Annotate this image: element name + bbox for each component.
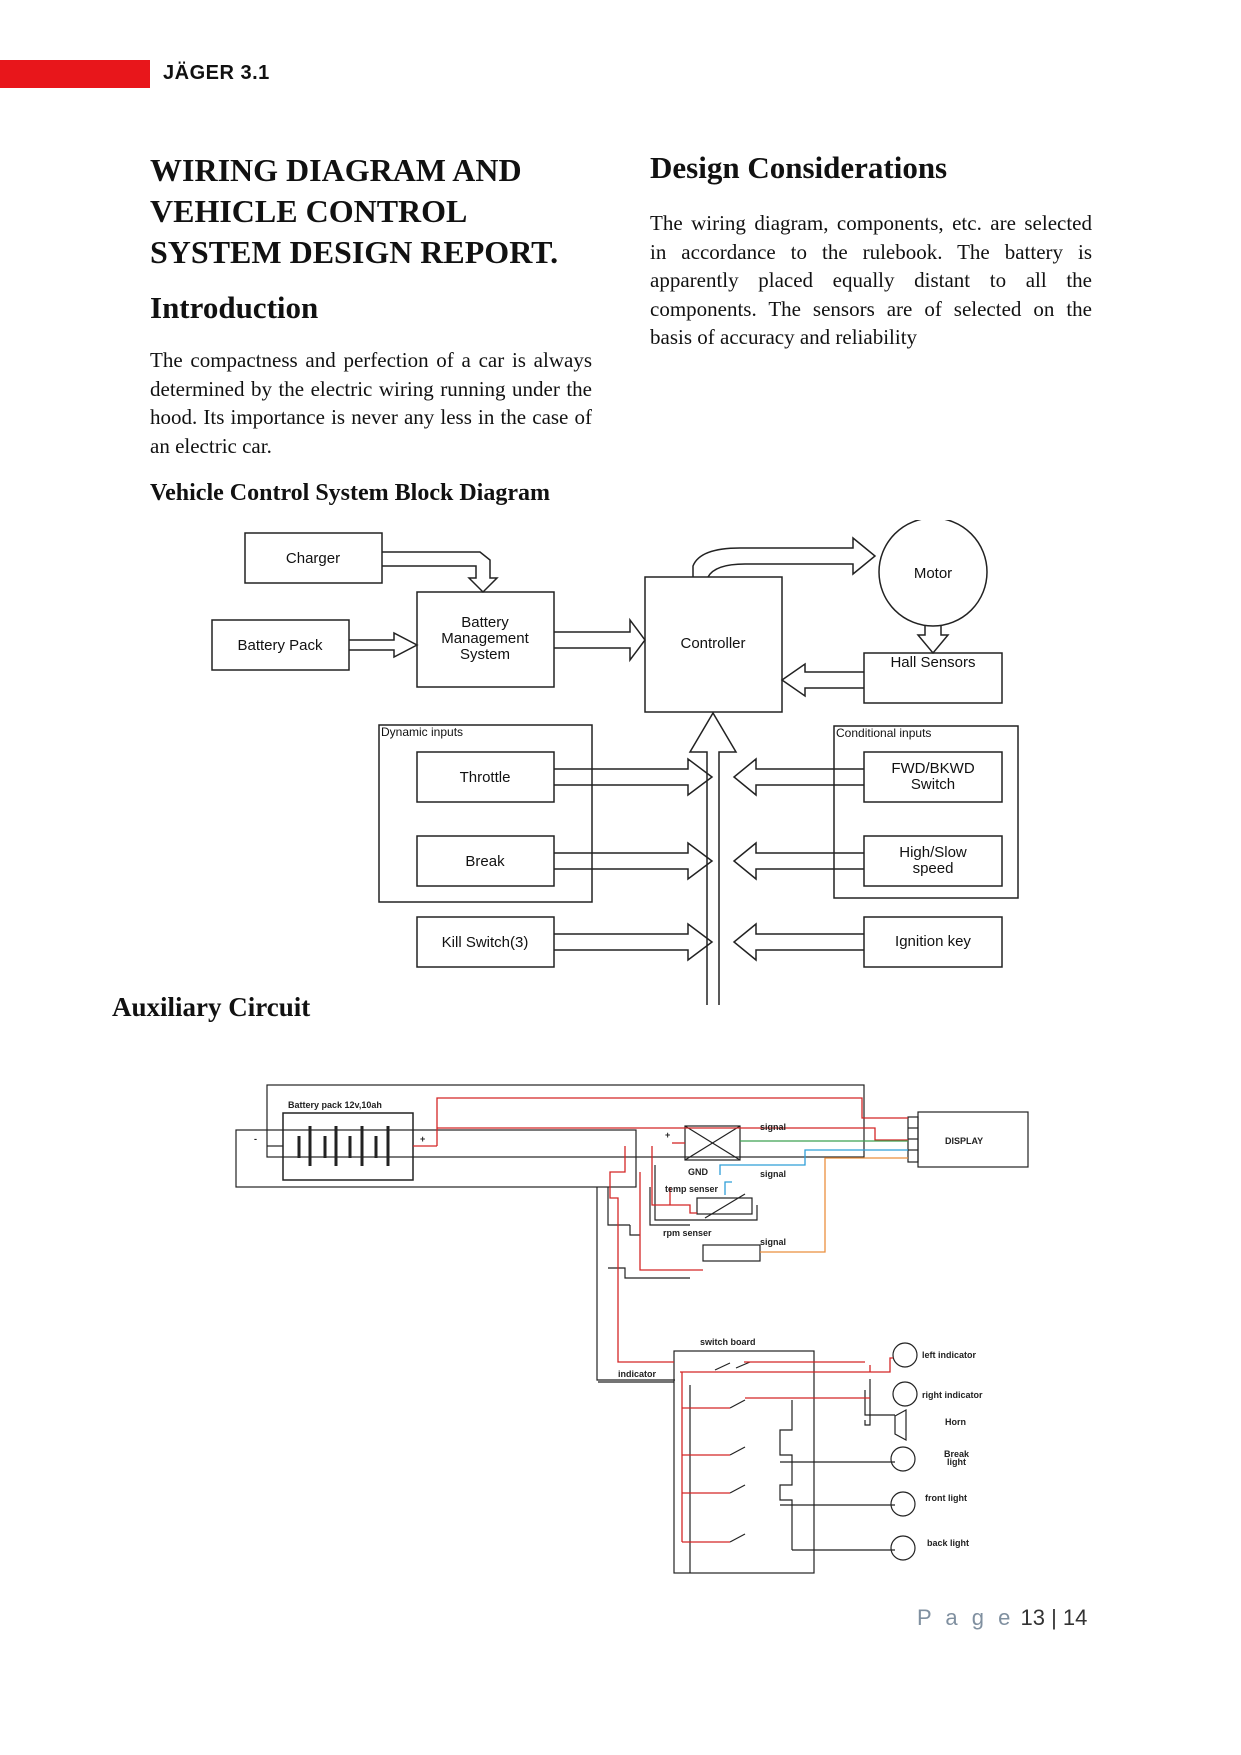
controller-label: Controller [680, 635, 745, 652]
motor-circle [878, 520, 988, 627]
hall-to-controller-arrow [780, 662, 864, 698]
break-label: Break [465, 853, 505, 870]
dynamic-inputs-group [378, 724, 593, 903]
right-indicator-icon [892, 1381, 918, 1407]
back-light-icon [890, 1535, 916, 1561]
charger-label: Charger [286, 550, 340, 567]
display-label: DISPLAY [945, 1136, 983, 1146]
throttle-box [416, 751, 555, 803]
bms-to-controller-arrow [554, 617, 646, 663]
controller-box [644, 576, 783, 713]
right-indicator-label: right indicator [922, 1390, 983, 1400]
rpm-sensor-icon [702, 1244, 761, 1262]
temp-sensor-label: temp senser [665, 1184, 719, 1194]
battery-cells-icon [297, 1126, 390, 1166]
switch-board-label: switch board [700, 1337, 756, 1347]
rpm-sensor-label: rpm senser [663, 1228, 712, 1238]
block-diagram-heading: Vehicle Control System Block Diagram [150, 480, 550, 506]
conditional-inputs-label: Conditional inputs [836, 726, 931, 740]
motor-to-hall-arrow [916, 626, 950, 655]
controller-bus-arrow [688, 711, 738, 1005]
ignition-label: Ignition key [895, 933, 971, 950]
page-number: 13 [1020, 1605, 1045, 1630]
aux-circuit-heading: Auxiliary Circuit [112, 992, 311, 1022]
title-line-1: WIRING DIAGRAM AND [150, 152, 522, 188]
header-accent-bar [0, 60, 150, 88]
page-footer: P a g e 13 | 14 [917, 1605, 1087, 1631]
title-line-3: SYSTEM DESIGN REPORT. [150, 234, 559, 270]
hall-sensors-label: Hall Sensors [890, 654, 975, 671]
throttle-label: Throttle [460, 769, 511, 786]
signal-label-3: signal [760, 1237, 786, 1247]
fwd-bkwd-box [863, 751, 1003, 803]
horn-label: Horn [945, 1417, 966, 1427]
battery-pack-box [211, 619, 350, 671]
sensor-plus-label: + [665, 1130, 670, 1140]
page-separator: | [1051, 1605, 1057, 1630]
left-indicator-icon [892, 1342, 918, 1368]
gnd-label: GND [688, 1167, 709, 1177]
motor-label: Motor [914, 565, 952, 582]
left-indicator-label: left indicator [922, 1350, 977, 1360]
battery-enclosure [266, 1084, 865, 1158]
kill-switch-arrow [554, 922, 714, 962]
throttle-arrow [554, 757, 714, 797]
aux-circuit-diagram: Battery pack 12v,10ah - + + DISPLAY sign… [235, 1084, 1029, 1574]
front-light-label: front light [925, 1493, 967, 1503]
high-slow-label-1: High/Slow [899, 844, 967, 861]
bms-box [416, 591, 555, 688]
bms-label-2: Management [441, 630, 529, 647]
page-total: 14 [1062, 1605, 1088, 1630]
break-box [416, 835, 555, 887]
intro-heading: Introduction [150, 290, 319, 325]
temp-sensor-icon [696, 1197, 753, 1215]
design-paragraph: The wiring diagram, components, etc. are… [650, 211, 1092, 349]
battery-to-bms-arrow [349, 631, 419, 659]
ignition-arrow [732, 922, 864, 962]
break-light-icon [890, 1446, 916, 1472]
battery-label: Battery pack 12v,10ah [288, 1100, 382, 1110]
bms-label-1: Battery [461, 614, 509, 631]
page-word: P a g e [917, 1605, 1015, 1630]
minus-label: - [254, 1134, 257, 1144]
ignition-key-box [863, 916, 1003, 968]
break-arrow [554, 841, 714, 881]
high-slow-box [863, 835, 1003, 887]
intro-paragraph: The compactness and perfection of a car … [150, 348, 592, 458]
block-diagram: Charger Battery Pack Battery Management … [211, 520, 1019, 1005]
break-light-label-1: Break [944, 1449, 970, 1459]
back-light-label: back light [927, 1538, 969, 1548]
conditional-inputs-group [833, 725, 1019, 899]
indicator-label: indicator [618, 1369, 657, 1379]
charger-box [244, 532, 383, 584]
document-name: JÄGER 3.1 [163, 62, 270, 84]
charger-to-bms-arrow [382, 551, 499, 594]
fwd-label-1: FWD/BKWD [891, 760, 974, 777]
dynamic-inputs-label: Dynamic inputs [381, 725, 463, 739]
fwd-arrow [732, 757, 864, 797]
design-heading: Design Considerations [650, 150, 948, 185]
front-light-icon [890, 1491, 916, 1517]
kill-switch-box [416, 916, 555, 968]
plus-label: + [420, 1134, 425, 1144]
fwd-label-2: Switch [911, 776, 955, 793]
signal-label-1: signal [760, 1122, 786, 1132]
battery-pack-box [282, 1112, 414, 1181]
report-title: WIRING DIAGRAM AND VEHICLE CONTROL SYSTE… [150, 150, 600, 273]
battery-pack-label: Battery Pack [237, 637, 323, 654]
title-line-2: VEHICLE CONTROL [150, 193, 468, 229]
break-light-label-2: light [947, 1457, 966, 1467]
kill-switch-label: Kill Switch(3) [442, 934, 529, 951]
signal-label-2: signal [760, 1169, 786, 1179]
horn-icon [894, 1408, 907, 1442]
bms-label-3: System [460, 646, 510, 663]
high-slow-arrow [732, 841, 864, 881]
controller-to-motor-arrow [692, 536, 877, 578]
high-slow-label-2: speed [913, 860, 954, 877]
battery-outer [235, 1129, 637, 1188]
